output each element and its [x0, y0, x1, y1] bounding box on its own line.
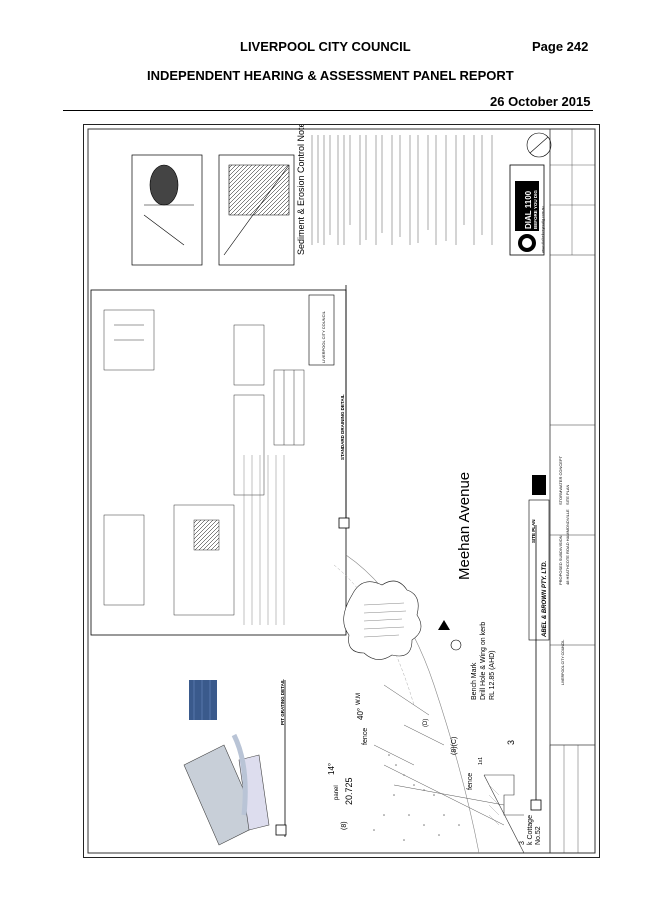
wm-label: W.M — [356, 693, 362, 705]
lot-label-3: 3 — [506, 740, 516, 745]
panel-label: panel — [334, 785, 340, 800]
page-number: Page 242 — [532, 39, 589, 54]
dial-before-you-dig-logo: DIAL 1100 BEFORE YOU DIG www.dialbeforey… — [509, 164, 545, 256]
company-name: ABEL & BROWN PTY. LTD. — [542, 560, 548, 638]
engineering-drawing: PROPOSED SUBDIVISION 48 HEATHCOTE ROAD H… — [87, 125, 596, 854]
title-block-line-4: SITE PLAN — [565, 484, 570, 505]
pit-grating-detail — [183, 680, 270, 846]
benchmark-line-2: Drill Hole & Wing on kerb — [480, 622, 487, 700]
benchmark-triangle-icon — [438, 620, 450, 630]
tree-outline-icon — [343, 580, 422, 660]
title-block-line-5: LIVERPOOL CITY COUNCIL — [561, 640, 565, 685]
street-name: Meehan Avenue — [456, 472, 473, 580]
angle-14: 14° — [327, 763, 336, 775]
lot-label-8c: (8)(C) — [451, 737, 458, 755]
standard-detail-title: STANDARD DRAINING DETAIL — [340, 394, 345, 460]
header-divider — [63, 110, 593, 111]
council-box-label: LIVERPOOL CITY COUNCIL — [321, 310, 326, 363]
council-name: LIVERPOOL CITY COUNCIL — [240, 39, 411, 54]
benchmark-line-3: RL 12.85 (AHD) — [489, 650, 496, 700]
company-logo — [532, 475, 546, 495]
dial-url: www.dialbeforeyoudig.com.au — [541, 206, 545, 253]
pit-grating-title: PIT GRATING DETAIL — [280, 679, 285, 725]
cottage-line-3: No.52 — [535, 826, 542, 845]
title-block-line-2: 48 HEATHCOTE ROAD HAMMONDVILLE — [565, 509, 570, 585]
dimension-20725: 20.725 — [344, 777, 354, 805]
silt-fence-sketch — [218, 154, 295, 266]
title-block-line-3: STORMWATER CONCEPT — [558, 455, 563, 505]
report-date: 26 October 2015 — [490, 94, 591, 109]
lot-label-d: (D) — [423, 719, 429, 727]
fence-label-1: fence — [362, 728, 369, 745]
report-title: INDEPENDENT HEARING & ASSESSMENT PANEL R… — [147, 68, 514, 83]
site-plan-title: SITE PLAN — [531, 519, 536, 543]
dial-title: DIAL 1100 — [524, 190, 533, 229]
title-block-line-1: PROPOSED SUBDIVISION — [558, 535, 563, 585]
slope-label: 1x1 — [478, 757, 484, 765]
notes-text-lines — [311, 135, 493, 245]
notes-title: Sediment & Erosion Control Notes — [296, 125, 306, 255]
benchmark-line-1: Bench Mark — [471, 662, 478, 700]
standard-detail-frame — [90, 289, 347, 636]
dial-subtitle: BEFORE YOU DIG — [533, 190, 538, 229]
angle-40: 40° — [356, 708, 365, 720]
cottage-line-1: 3 — [519, 841, 526, 845]
north-arrow-icon — [526, 132, 552, 158]
lot-label-8: (8) — [341, 821, 348, 830]
sediment-fence-sketch — [131, 154, 203, 266]
drawing-sheet: PROPOSED SUBDIVISION 48 HEATHCOTE ROAD H… — [83, 124, 600, 858]
fence-label-2: fence — [467, 773, 474, 790]
cottage-line-2: k Cottage — [527, 815, 534, 845]
